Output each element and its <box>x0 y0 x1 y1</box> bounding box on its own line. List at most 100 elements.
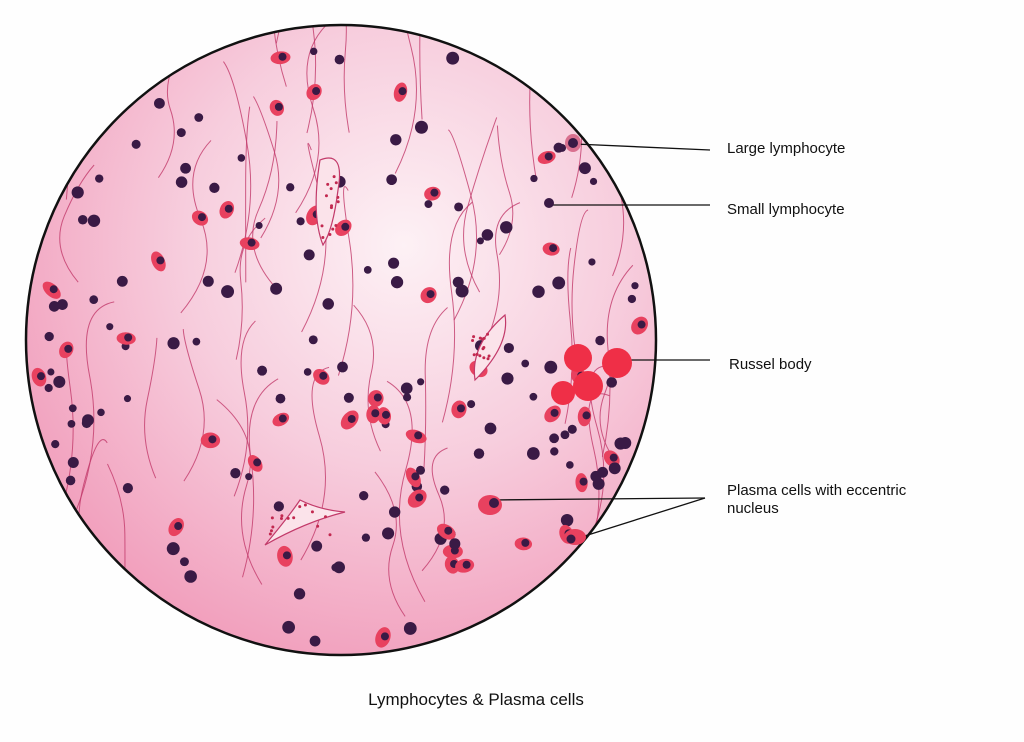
nucleus <box>274 102 283 111</box>
lymphocyte <box>334 54 345 65</box>
lymphocyte <box>388 506 401 518</box>
nucleus <box>609 453 618 462</box>
lymphocyte <box>424 200 433 209</box>
nucleus <box>341 222 350 231</box>
lymphocyte <box>417 378 425 386</box>
blood-vessel <box>315 157 341 247</box>
lymphocyte <box>65 475 76 486</box>
lymphocyte <box>131 139 141 149</box>
lymphocyte <box>606 377 617 388</box>
nucleus <box>319 371 328 380</box>
small-lymphocyte <box>544 198 554 208</box>
lymphocyte <box>296 217 305 226</box>
nucleus <box>582 411 591 420</box>
lymphocyte <box>403 622 417 635</box>
lymphocyte <box>530 174 538 183</box>
red-blood-cell <box>334 223 338 227</box>
fibroblast-fiber <box>76 301 115 510</box>
lymphocyte <box>48 301 60 312</box>
fibroblast-fiber <box>336 25 350 133</box>
russel-body <box>564 344 592 372</box>
nucleus <box>208 435 217 444</box>
red-blood-cell <box>324 194 328 198</box>
lymphocyte <box>311 540 323 552</box>
lymphocyte <box>337 361 348 373</box>
lymphocyte <box>567 424 577 434</box>
fibroblast-fiber <box>447 129 478 321</box>
fibroblast-fiber <box>26 25 54 115</box>
red-blood-cell <box>286 516 290 520</box>
lymphocyte <box>44 383 53 393</box>
lymphocyte <box>560 430 570 440</box>
lymphocyte <box>275 393 286 404</box>
lymphocyte <box>560 513 574 527</box>
lymphocyte <box>192 337 201 346</box>
fibroblast-fiber <box>26 72 37 185</box>
lymphocyte <box>286 183 295 192</box>
fibroblast-fiber <box>182 329 205 482</box>
lymphocyte <box>400 382 413 395</box>
red-blood-cell <box>310 510 314 514</box>
nucleus <box>411 472 420 481</box>
lymphocyte <box>270 282 283 295</box>
fibroblast-fiber <box>394 25 417 174</box>
nucleus <box>373 393 382 402</box>
fibroblast-fiber <box>489 202 521 334</box>
fibroblast-fiber <box>463 117 498 293</box>
red-blood-cell <box>303 503 307 507</box>
fibroblast-fiber <box>423 307 448 472</box>
red-blood-cell <box>486 332 490 336</box>
red-blood-cell <box>475 352 479 356</box>
lymphocyte <box>440 485 450 495</box>
nucleus <box>197 213 206 222</box>
fibroblast-fiber <box>144 337 158 479</box>
lymphocyte <box>544 360 558 374</box>
lymphocyte <box>180 162 191 174</box>
lymphocyte <box>578 162 591 175</box>
lymphocyte <box>273 501 284 512</box>
red-blood-cell <box>269 529 273 533</box>
fibroblast-fiber <box>536 25 575 102</box>
fibroblast-fiber <box>421 447 448 572</box>
red-blood-cell <box>271 525 275 529</box>
leader-line-plasma-cell-1 <box>489 497 706 501</box>
label-plasma-cells: Plasma cells with eccentric nucleus <box>727 482 906 518</box>
lymphocyte <box>526 447 540 460</box>
nucleus <box>456 404 465 413</box>
red-blood-cell <box>328 533 332 537</box>
lymphocyte <box>592 477 605 490</box>
lymphocyte <box>303 249 315 261</box>
lymphocyte <box>255 221 263 230</box>
nucleus <box>549 244 558 253</box>
nucleus <box>278 414 287 423</box>
fibroblast-fiber <box>612 25 647 77</box>
red-blood-cell <box>324 515 328 519</box>
red-blood-cell <box>298 505 302 509</box>
lymphocyte <box>87 214 101 227</box>
field-border <box>24 23 658 657</box>
lymphocyte <box>631 282 639 290</box>
lymphocyte <box>454 202 464 212</box>
red-blood-cell <box>316 524 320 528</box>
lymphocyte <box>97 408 105 417</box>
red-blood-cell <box>279 516 283 520</box>
fibroblast-fiber <box>63 48 71 200</box>
lymphocyte <box>310 47 318 56</box>
red-blood-cell <box>280 514 284 518</box>
leader-lines <box>489 143 711 541</box>
nucleus <box>253 458 262 467</box>
fibroblast-fiber <box>235 217 266 360</box>
fibroblast-fiber <box>245 106 251 283</box>
fibroblast-fiber <box>374 471 406 617</box>
nucleus <box>282 551 291 560</box>
nucleus <box>380 632 389 641</box>
lymphocyte <box>175 176 188 188</box>
nucleus <box>278 52 287 61</box>
red-blood-cell <box>472 353 476 357</box>
lymphocyte <box>619 437 632 449</box>
fibroblast-fiber <box>601 264 634 457</box>
lymphocyte <box>237 154 246 162</box>
lymphocyte <box>179 557 189 567</box>
